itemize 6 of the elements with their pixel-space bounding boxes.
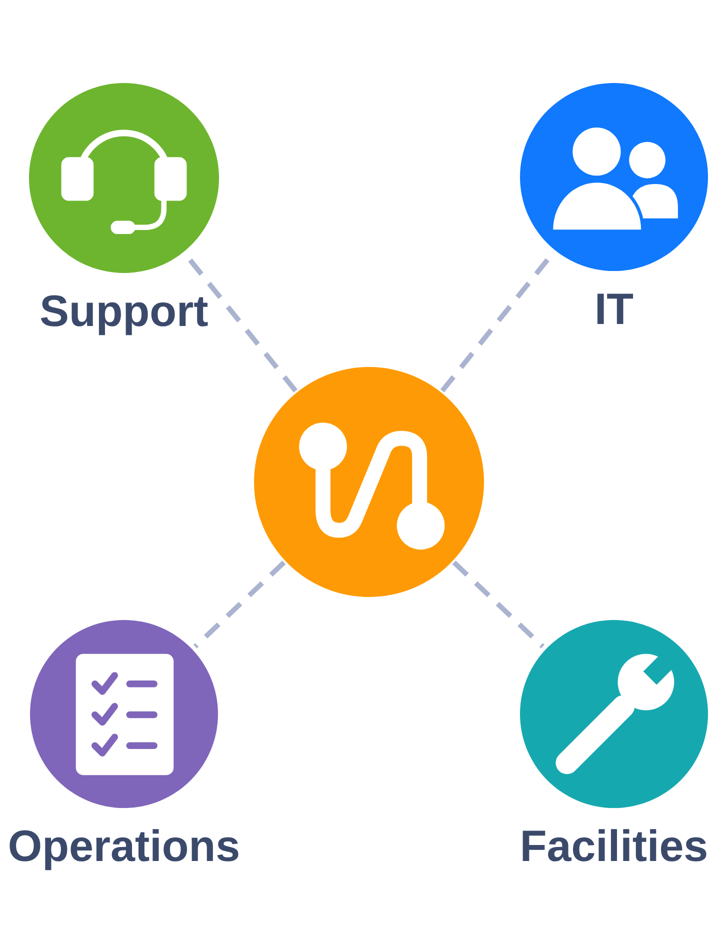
node-label: Facilities	[520, 822, 708, 873]
dashed-connector	[452, 560, 545, 648]
node-label: IT	[594, 285, 634, 336]
node-label: Support	[40, 287, 208, 338]
node-label: Operations	[8, 822, 240, 873]
dashed-connector	[193, 560, 286, 648]
